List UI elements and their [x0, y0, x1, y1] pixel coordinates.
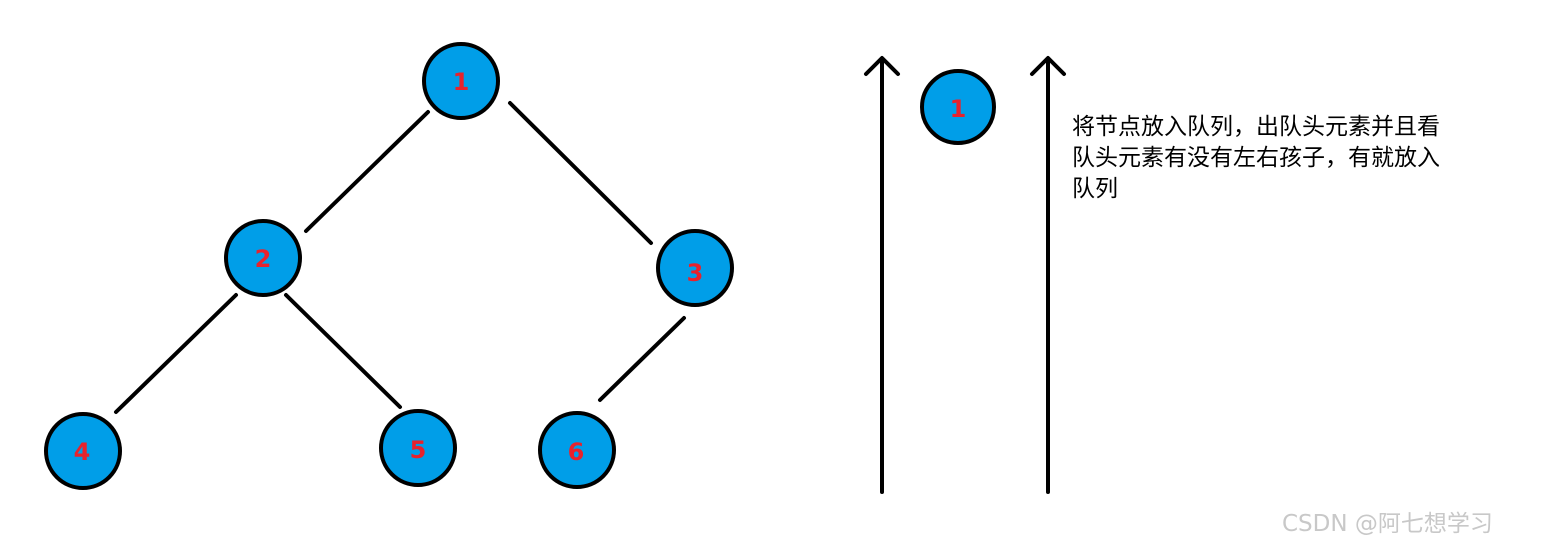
edge-1-2 [304, 110, 430, 233]
queue-right-arrow [1030, 56, 1066, 494]
tree-node-3: 3 [656, 229, 734, 307]
tree-node-4: 4 [44, 412, 122, 490]
tree-node-6: 6 [538, 411, 616, 489]
caption-line-1: 将节点放入队列，出队头元素并且看 [1072, 114, 1440, 140]
edge-1-3 [508, 101, 653, 245]
tree-node-1: 1 [422, 42, 500, 120]
tree-node-2: 2 [224, 219, 302, 297]
edge-2-4 [114, 293, 238, 414]
queue-left-arrow [864, 56, 900, 494]
edge-2-5 [284, 293, 402, 409]
tree-node-5: 5 [379, 409, 457, 487]
queue-node-1: 1 [920, 69, 996, 145]
tree-node-2-label: 2 [255, 245, 272, 273]
csdn-watermark: CSDN @阿七想学习 [1282, 511, 1493, 537]
tree-node-4-label: 4 [74, 438, 91, 466]
tree-node-3-label: 3 [687, 259, 704, 287]
tree-node-6-label: 6 [568, 438, 585, 466]
caption-line-2: 队头元素有没有左右孩子，有就放入 [1072, 145, 1440, 171]
edge-3-6 [598, 316, 686, 402]
caption-line-3: 队列 [1072, 176, 1118, 202]
tree-node-5-label: 5 [410, 436, 427, 464]
queue-node-1-label: 1 [950, 95, 967, 123]
bfs-explanation-text: 将节点放入队列，出队头元素并且看 队头元素有没有左右孩子，有就放入 队列 [1072, 112, 1522, 205]
tree-node-1-label: 1 [453, 68, 470, 96]
